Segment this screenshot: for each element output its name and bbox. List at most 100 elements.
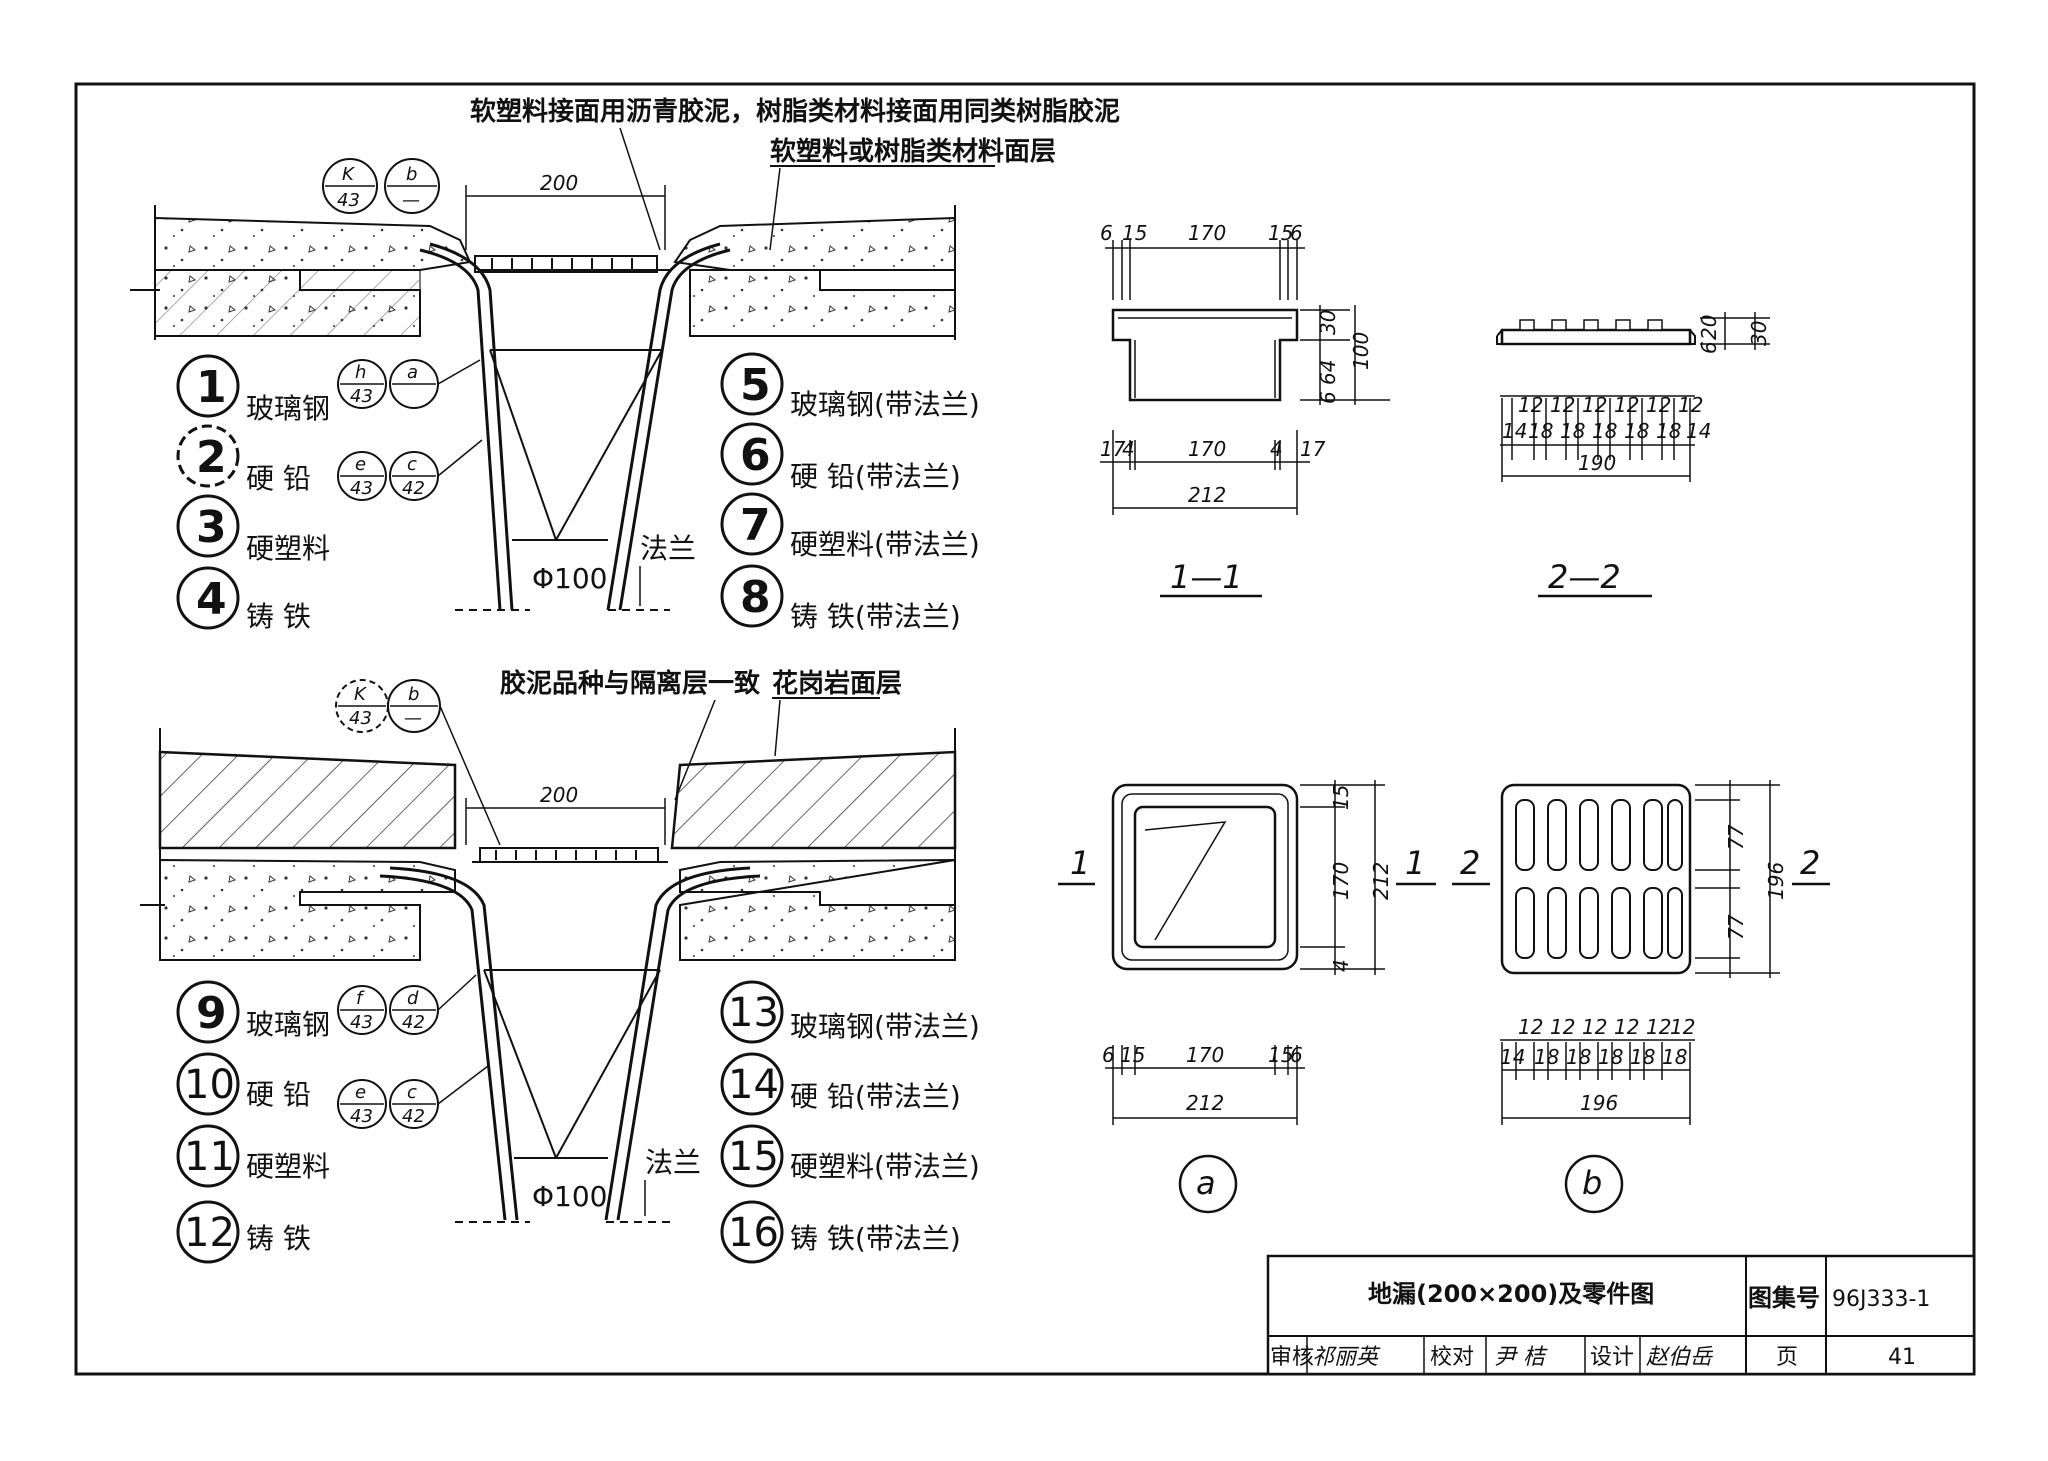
svg-text:77: 77 bbox=[1724, 824, 1748, 850]
title-block: 地漏(200×200)及零件图 图集号 96J333-1 审核 祁丽英 校对 尹… bbox=[1266, 1254, 1976, 1376]
svg-text:6: 6 bbox=[1316, 391, 1340, 404]
page-label: 页 bbox=[1776, 1345, 1798, 1370]
svg-text:1: 1 bbox=[1405, 844, 1425, 882]
svg-text:—: — bbox=[404, 708, 422, 729]
svg-text:6: 6 bbox=[1697, 341, 1721, 354]
svg-text:14: 14 bbox=[1686, 419, 1711, 443]
svg-text:196: 196 bbox=[1764, 862, 1788, 900]
svg-text:7: 7 bbox=[740, 500, 771, 551]
svg-text:12: 12 bbox=[1670, 1015, 1695, 1039]
top-ref-bubbles: K 43 b — h 43 a e 43 c 42 bbox=[322, 158, 483, 501]
svg-text:h: h bbox=[355, 362, 366, 383]
svg-text:18: 18 bbox=[1566, 1045, 1591, 1069]
top-left-items: 1 玻璃钢 2 硬 铅 3 硬塑料 4 铸 铁 bbox=[176, 354, 330, 633]
svg-text:64: 64 bbox=[1316, 360, 1340, 385]
svg-text:14: 14 bbox=[1500, 1045, 1525, 1069]
svg-text:12: 12 bbox=[1678, 393, 1703, 417]
top-note-joint: 软塑料接面用沥青胶泥，树脂类材料接面用同类树脂胶泥 bbox=[470, 96, 1120, 127]
svg-text:e: e bbox=[355, 1082, 366, 1103]
svg-text:42: 42 bbox=[402, 478, 425, 499]
svg-text:190: 190 bbox=[1578, 451, 1616, 475]
svg-text:硬 铅(带法兰): 硬 铅(带法兰) bbox=[790, 460, 961, 493]
svg-text:—: — bbox=[402, 190, 420, 211]
top-right-items: 5 玻璃钢(带法兰) 6 硬 铅(带法兰) 7 硬塑料(带法兰) 8 铸 铁(带… bbox=[720, 352, 980, 633]
svg-text:硬 铅(带法兰): 硬 铅(带法兰) bbox=[790, 1080, 961, 1113]
svg-text:18: 18 bbox=[1662, 1045, 1687, 1069]
svg-text:17: 17 bbox=[1100, 437, 1126, 461]
sheet-border bbox=[74, 82, 1976, 1376]
bottom-ref-bubbles: K 43 b — f 43 d 42 e 43 c 42 bbox=[335, 679, 501, 1129]
top-drain-section: 软塑料接面用沥青胶泥，树脂类材料接面用同类树脂胶泥 软塑料或树脂类材料面层 bbox=[130, 96, 1120, 633]
svg-text:硬塑料: 硬塑料 bbox=[246, 532, 330, 565]
svg-text:15: 15 bbox=[1122, 221, 1147, 245]
svg-text:12: 12 bbox=[1518, 393, 1543, 417]
svg-text:100: 100 bbox=[1349, 332, 1373, 370]
detail-a-label-circle bbox=[1178, 1154, 1238, 1214]
page-number: 41 bbox=[1888, 1345, 1916, 1370]
svg-text:11: 11 bbox=[184, 1134, 235, 1180]
svg-text:18: 18 bbox=[1598, 1045, 1623, 1069]
svg-text:铸 铁: 铸 铁 bbox=[246, 600, 311, 633]
design-label: 设计 bbox=[1590, 1345, 1634, 1370]
review-signature: 祁丽英 bbox=[1312, 1345, 1381, 1370]
svg-text:c: c bbox=[407, 454, 417, 475]
svg-text:3: 3 bbox=[196, 502, 227, 553]
svg-text:18: 18 bbox=[1592, 419, 1617, 443]
svg-text:12: 12 bbox=[1646, 1015, 1671, 1039]
svg-text:17: 17 bbox=[1300, 437, 1326, 461]
svg-text:硬塑料(带法兰): 硬塑料(带法兰) bbox=[790, 528, 980, 561]
detail-b-label: b bbox=[1582, 1164, 1602, 1202]
bottom-left-items: 9 玻璃钢 10 硬 铅 11 硬塑料 12 铸 铁 bbox=[176, 980, 330, 1264]
atlas-number: 96J333-1 bbox=[1832, 1287, 1930, 1312]
svg-text:d: d bbox=[407, 988, 419, 1009]
svg-text:18: 18 bbox=[1534, 1045, 1559, 1069]
section-1-1: 6 15 170 15 6 30 64 6 100 17 4 170 4 17 … bbox=[1100, 221, 1390, 598]
svg-text:4: 4 bbox=[1270, 437, 1283, 461]
drawing-title: 地漏(200×200)及零件图 bbox=[1368, 1280, 1654, 1308]
check-label: 校对 bbox=[1430, 1345, 1474, 1370]
svg-text:30: 30 bbox=[1316, 310, 1340, 335]
svg-text:12: 12 bbox=[1550, 393, 1575, 417]
svg-text:18: 18 bbox=[1528, 419, 1553, 443]
svg-text:196: 196 bbox=[1580, 1091, 1618, 1115]
svg-text:1: 1 bbox=[1070, 844, 1090, 882]
svg-text:10: 10 bbox=[184, 1062, 235, 1108]
svg-text:2: 2 bbox=[1800, 844, 1820, 882]
detail-a-label: a bbox=[1196, 1164, 1216, 1202]
svg-text:14: 14 bbox=[1502, 419, 1527, 443]
bottom-note-granite: 花岗岩面层 bbox=[772, 669, 902, 699]
svg-text:4: 4 bbox=[1329, 959, 1353, 972]
svg-text:212: 212 bbox=[1369, 862, 1393, 900]
top-pipe-diameter: Φ100 bbox=[532, 562, 607, 595]
svg-text:43: 43 bbox=[350, 1106, 373, 1127]
svg-text:6: 6 bbox=[1100, 221, 1113, 245]
bottom-flange-label: 法兰 bbox=[645, 1146, 701, 1179]
svg-text:12: 12 bbox=[1646, 393, 1671, 417]
svg-text:18: 18 bbox=[1656, 419, 1681, 443]
svg-text:170: 170 bbox=[1186, 1043, 1224, 1067]
section-2-2-title: 2—2 bbox=[1548, 558, 1621, 596]
svg-text:铸 铁(带法兰): 铸 铁(带法兰) bbox=[790, 600, 961, 633]
svg-text:15: 15 bbox=[1268, 221, 1293, 245]
svg-text:b: b bbox=[408, 684, 419, 705]
svg-text:12: 12 bbox=[1582, 393, 1607, 417]
svg-text:20: 20 bbox=[1697, 315, 1721, 340]
svg-text:b: b bbox=[406, 164, 417, 185]
svg-text:43: 43 bbox=[350, 1012, 373, 1033]
svg-text:12: 12 bbox=[1550, 1015, 1575, 1039]
svg-text:6: 6 bbox=[1290, 221, 1303, 245]
svg-text:c: c bbox=[407, 1082, 417, 1103]
svg-text:铸 铁: 铸 铁 bbox=[246, 1222, 311, 1255]
svg-text:42: 42 bbox=[402, 1012, 425, 1033]
section-2-2: 20 6 30 12 12 12 12 12 12 14 18 18 18 18… bbox=[1496, 312, 1771, 598]
section-1-1-title: 1—1 bbox=[1170, 558, 1243, 596]
top-note-surface: 软塑料或树脂类材料面层 bbox=[770, 137, 1056, 167]
svg-text:43: 43 bbox=[350, 386, 373, 407]
detail-b-grate: 2 2 77 77 196 12 12 12 12 12 12 14 1 bbox=[1452, 780, 1830, 1214]
top-flange-label: 法兰 bbox=[640, 532, 696, 565]
svg-text:170: 170 bbox=[1188, 437, 1226, 461]
svg-text:12: 12 bbox=[1614, 1015, 1639, 1039]
svg-text:8: 8 bbox=[740, 572, 771, 623]
svg-text:43: 43 bbox=[337, 190, 360, 211]
